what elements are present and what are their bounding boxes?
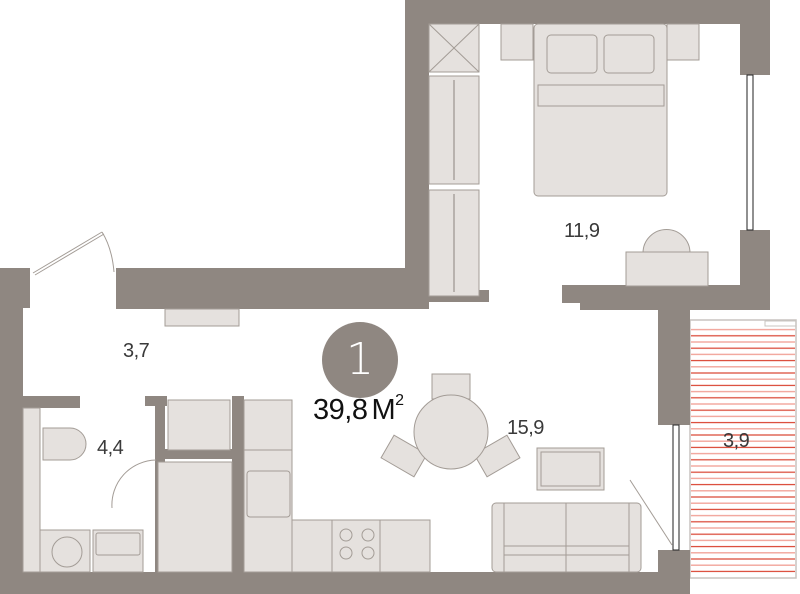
coat-rack — [164, 308, 240, 327]
total-area-value: 39,8 — [313, 394, 368, 426]
room-area-balcony: 3,9 — [723, 430, 750, 452]
room-area-bathroom: 4,4 — [97, 437, 124, 459]
walls — [0, 0, 770, 594]
area-unit-power: 2 — [395, 392, 404, 409]
kitchen — [167, 399, 431, 573]
entry-door — [32, 231, 115, 276]
dressing-table — [625, 229, 709, 287]
room-area-living-kitchen: 15,9 — [507, 417, 544, 439]
sofa — [491, 502, 642, 573]
area-unit: М — [371, 394, 396, 426]
dining-table — [380, 373, 521, 478]
bedroom-window — [746, 74, 754, 231]
tv — [536, 447, 605, 491]
balcony — [689, 319, 797, 579]
wardrobe — [428, 23, 480, 297]
bed — [500, 23, 700, 197]
balcony-door — [629, 424, 680, 551]
room-area-hallway: 3,7 — [123, 340, 150, 362]
bathroom-fixtures — [22, 407, 233, 573]
room-area-bedroom: 11,9 — [564, 220, 600, 242]
apartment-number-badge: 1 — [322, 322, 398, 398]
